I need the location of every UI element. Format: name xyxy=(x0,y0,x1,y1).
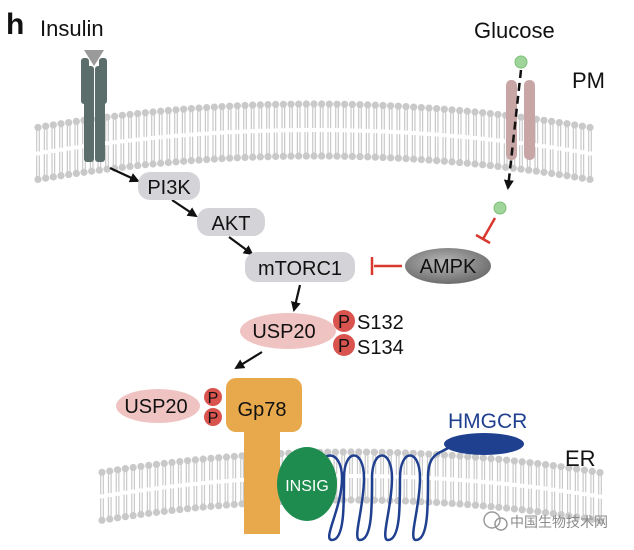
mtorc1-to-usp20-arrow xyxy=(291,284,302,312)
hmgcr-node xyxy=(444,433,524,455)
glucose-inhibits-ampk xyxy=(475,217,497,245)
ampk-node xyxy=(405,248,491,284)
gp78-phospho-2-letter: P xyxy=(208,410,219,427)
pm-label: PM xyxy=(572,68,605,93)
insig-label: INSIG xyxy=(285,478,329,495)
usp20-top-node xyxy=(240,313,336,349)
usp20-bottom-label: USP20 xyxy=(124,396,187,418)
glucose-dot-inside-icon xyxy=(493,201,507,215)
glucose-label: Glucose xyxy=(474,18,555,43)
insulin-label: Insulin xyxy=(40,16,104,41)
insulin-ligand-icon xyxy=(84,50,104,66)
receptor-to-pi3k-arrow xyxy=(109,167,140,183)
ampk-inhibits-mtorc1 xyxy=(370,257,402,275)
phospho-s134-letter: P xyxy=(338,336,350,356)
gp78-phospho-2-icon xyxy=(204,408,222,426)
gp78-phospho-1-letter: P xyxy=(208,390,219,407)
gp78-label: Gp78 xyxy=(238,399,287,421)
pi3k-node xyxy=(138,172,200,200)
phospho-s132-site: S132 xyxy=(357,312,404,334)
er-label: ER xyxy=(565,446,596,471)
usp20-to-gp78-arrow xyxy=(234,351,263,370)
pi3k-label: PI3K xyxy=(147,177,191,199)
ampk-label: AMPK xyxy=(420,256,477,278)
pi3k-to-akt-arrow xyxy=(171,199,198,218)
phospho-s132-letter: P xyxy=(338,312,350,332)
insig-node xyxy=(277,447,337,521)
er-membrane xyxy=(98,448,604,525)
phospho-s134-site: S134 xyxy=(357,337,404,359)
gp78-protein xyxy=(226,378,302,534)
glucose-dot-outside-icon xyxy=(514,55,528,69)
mtorc1-label: mTORC1 xyxy=(258,258,342,280)
plasma-membrane xyxy=(34,100,594,184)
insulin-receptor xyxy=(81,58,107,162)
gp78-phospho-1-icon xyxy=(204,388,222,406)
usp20-bottom-node xyxy=(116,389,200,423)
akt-node xyxy=(197,208,265,236)
watermark: 中国生物技术网 xyxy=(483,511,608,531)
wechat-icon xyxy=(483,511,501,529)
akt-to-mtorc1-arrow xyxy=(228,236,254,256)
panel-label: h xyxy=(6,8,24,41)
phospho-s132-icon xyxy=(333,310,355,332)
usp20-top-label: USP20 xyxy=(252,321,315,343)
akt-label: AKT xyxy=(212,213,251,235)
phospho-s134-icon xyxy=(333,334,355,356)
hmgcr-label: HMGCR xyxy=(448,410,527,433)
watermark-text: 中国生物技术网 xyxy=(510,515,608,531)
mtorc1-node xyxy=(245,252,355,282)
glucose-uptake-arrow xyxy=(503,69,523,190)
hmgcr-transmembrane-coil xyxy=(316,446,449,542)
